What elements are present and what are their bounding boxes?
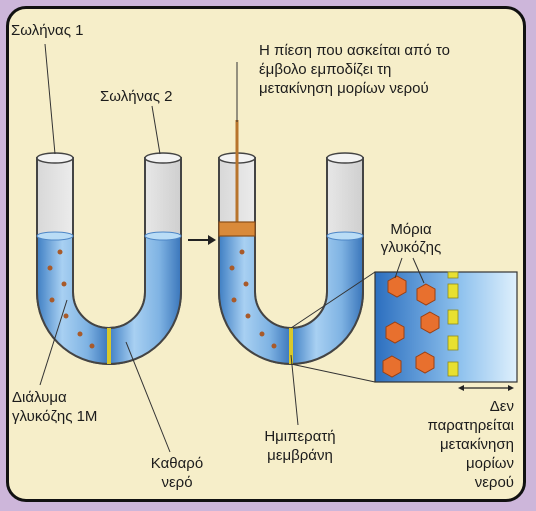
label-tube-1: Σωλήνας 1 xyxy=(11,22,83,40)
label-no-movement-line2: παρατηρείται xyxy=(410,417,514,435)
label-pressure-line1: Η πίεση που ασκείται από το xyxy=(259,42,450,60)
label-membrane-line2: μεμβράνη xyxy=(250,447,350,465)
arrow-right-icon xyxy=(188,235,216,245)
label-glucose-molecules-line2: γλυκόζης xyxy=(366,239,456,257)
u-tube-1 xyxy=(37,153,181,364)
label-pressure-line3: μετακίνηση μορίων νερού xyxy=(259,80,429,98)
label-pure-water-line1: Καθαρό xyxy=(142,455,212,473)
label-pure-water-line2: νερό xyxy=(142,474,212,492)
double-arrow-icon xyxy=(458,385,514,391)
label-no-movement-line4: μορίων xyxy=(410,455,514,473)
label-no-movement-line3: μετακίνηση xyxy=(410,436,514,454)
label-solution-line1: Διάλυμα xyxy=(12,389,67,407)
label-tube-2: Σωλήνας 2 xyxy=(100,88,172,106)
label-pressure-line2: έμβολο εμποδίζει τη xyxy=(259,61,391,79)
label-solution-line2: γλυκόζης 1Μ xyxy=(12,408,97,426)
label-glucose-molecules-line1: Μόρια xyxy=(366,221,456,239)
label-no-movement-line1: Δεν xyxy=(410,398,514,416)
label-membrane-line1: Ημιπερατή xyxy=(250,428,350,446)
label-no-movement-line5: νερού xyxy=(410,474,514,492)
